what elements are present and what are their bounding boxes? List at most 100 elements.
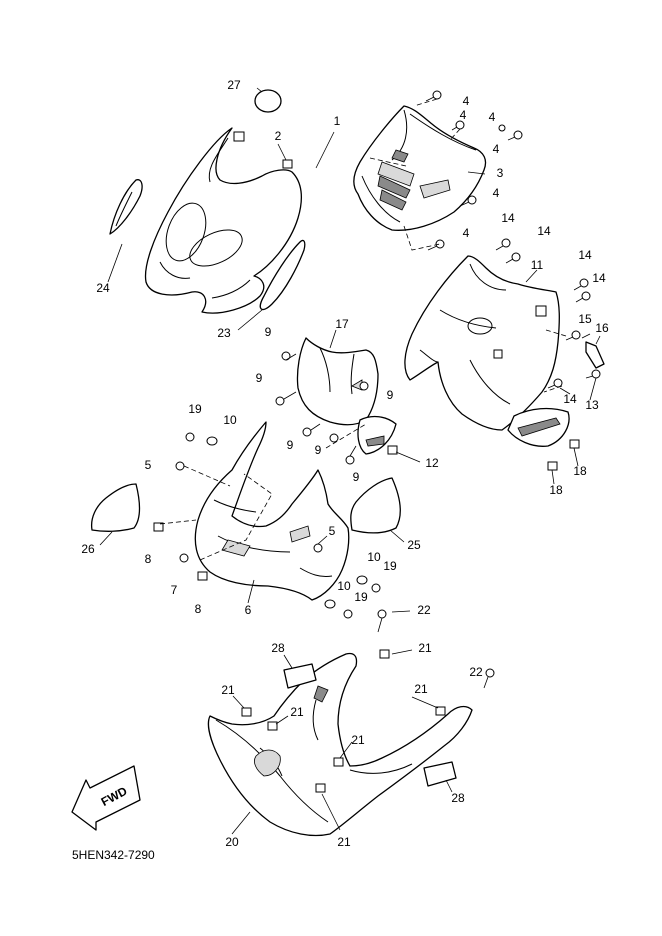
screw-icon	[495, 238, 511, 251]
screw-icon	[573, 278, 589, 291]
callout-21: 21	[221, 683, 235, 697]
callout-4: 4	[460, 108, 467, 122]
screw-icon	[459, 195, 477, 207]
callout-13: 13	[585, 398, 599, 412]
callout-4: 4	[493, 142, 500, 156]
part-20-under-cover	[207, 652, 473, 837]
washer-icon	[324, 599, 336, 609]
assembly-lines	[159, 98, 567, 561]
washer-icon	[356, 575, 368, 585]
part-1-front-cover	[144, 127, 303, 314]
screw-icon	[565, 330, 581, 341]
leader-lines	[99, 87, 601, 835]
callout-10: 10	[223, 413, 237, 427]
screw-icon	[329, 433, 339, 443]
screw-icon	[179, 553, 189, 563]
part-28-decal-upper	[283, 663, 317, 689]
part-2-clip	[282, 159, 293, 169]
callout-21: 21	[418, 641, 432, 655]
callout-21: 21	[351, 733, 365, 747]
screw-icon	[345, 445, 357, 465]
callout-labels: 27 2 1 24 23 4 4 4 4 3 4 4 14 14 11 14 1…	[81, 78, 609, 849]
washer-icon	[206, 436, 218, 446]
clip-icon	[241, 707, 252, 717]
callout-4: 4	[493, 186, 500, 200]
callout-6: 6	[245, 603, 252, 617]
callout-21: 21	[290, 705, 304, 719]
callout-4: 4	[489, 110, 496, 124]
screw-icon	[483, 668, 495, 689]
screw-icon	[313, 543, 323, 553]
screw-icon	[585, 369, 601, 379]
callout-12: 12	[425, 456, 439, 470]
nut-icon	[153, 522, 164, 532]
nut-icon	[569, 439, 580, 449]
clip-icon	[267, 721, 278, 731]
callout-9: 9	[387, 388, 394, 402]
part-6-lower-cover	[194, 421, 350, 601]
screw-icon	[505, 252, 521, 264]
callout-25: 25	[407, 538, 421, 552]
screw-icon	[371, 583, 381, 593]
screw-icon	[343, 609, 353, 619]
part-11-lower-bracket	[507, 407, 570, 447]
part-26-decal-left	[90, 483, 141, 532]
callout-22: 22	[469, 665, 483, 679]
callout-28: 28	[451, 791, 465, 805]
screw-icon	[507, 130, 523, 141]
clip-icon	[379, 649, 390, 659]
callout-21: 21	[337, 835, 351, 849]
callout-17: 17	[335, 317, 349, 331]
callout-2: 2	[275, 129, 282, 143]
callout-9: 9	[353, 470, 360, 484]
callout-24: 24	[96, 281, 110, 295]
clip-icon	[315, 783, 326, 793]
callout-16: 16	[595, 321, 609, 335]
clip-icon	[435, 706, 446, 716]
callout-14: 14	[592, 271, 606, 285]
callout-19: 19	[188, 402, 202, 416]
callout-1: 1	[334, 114, 341, 128]
callout-10: 10	[367, 550, 381, 564]
callout-14: 14	[578, 248, 592, 262]
nut-icon	[387, 445, 398, 455]
callout-26: 26	[81, 542, 95, 556]
callout-8: 8	[195, 602, 202, 616]
part-16-reflector	[585, 341, 605, 369]
callout-7: 7	[171, 583, 178, 597]
part-23-trim-right	[259, 239, 306, 311]
screw-icon	[575, 291, 591, 303]
screw-icon	[427, 239, 445, 251]
screw-icon	[302, 423, 321, 437]
callout-28: 28	[271, 641, 285, 655]
part-24-trim-left	[109, 179, 143, 235]
callout-14: 14	[537, 224, 551, 238]
screw-icon	[547, 378, 563, 389]
callout-9: 9	[256, 371, 263, 385]
callout-14: 14	[563, 392, 577, 406]
callout-23: 23	[217, 326, 231, 340]
callout-14: 14	[501, 211, 515, 225]
callout-9: 9	[287, 438, 294, 452]
nut-icon	[197, 571, 208, 581]
callout-5: 5	[329, 524, 336, 538]
part-17-center-cover	[296, 337, 379, 426]
screw-icon	[281, 351, 297, 361]
screw-icon	[377, 609, 387, 633]
callout-4: 4	[463, 94, 470, 108]
screw-icon	[498, 124, 506, 132]
part-28-decal-lower	[423, 761, 457, 787]
screw-icon	[425, 90, 442, 102]
callout-9: 9	[315, 443, 322, 457]
screw-icon	[175, 461, 231, 487]
part-17-side-bracket	[357, 415, 397, 455]
callout-21: 21	[414, 682, 428, 696]
clip-icon	[333, 757, 344, 767]
screw-icon	[275, 391, 297, 406]
fwd-arrow-icon: FWD	[71, 765, 141, 831]
callout-11: 11	[531, 258, 544, 272]
callout-18: 18	[573, 464, 587, 478]
screw-icon	[451, 120, 465, 131]
callout-4: 4	[463, 226, 470, 240]
